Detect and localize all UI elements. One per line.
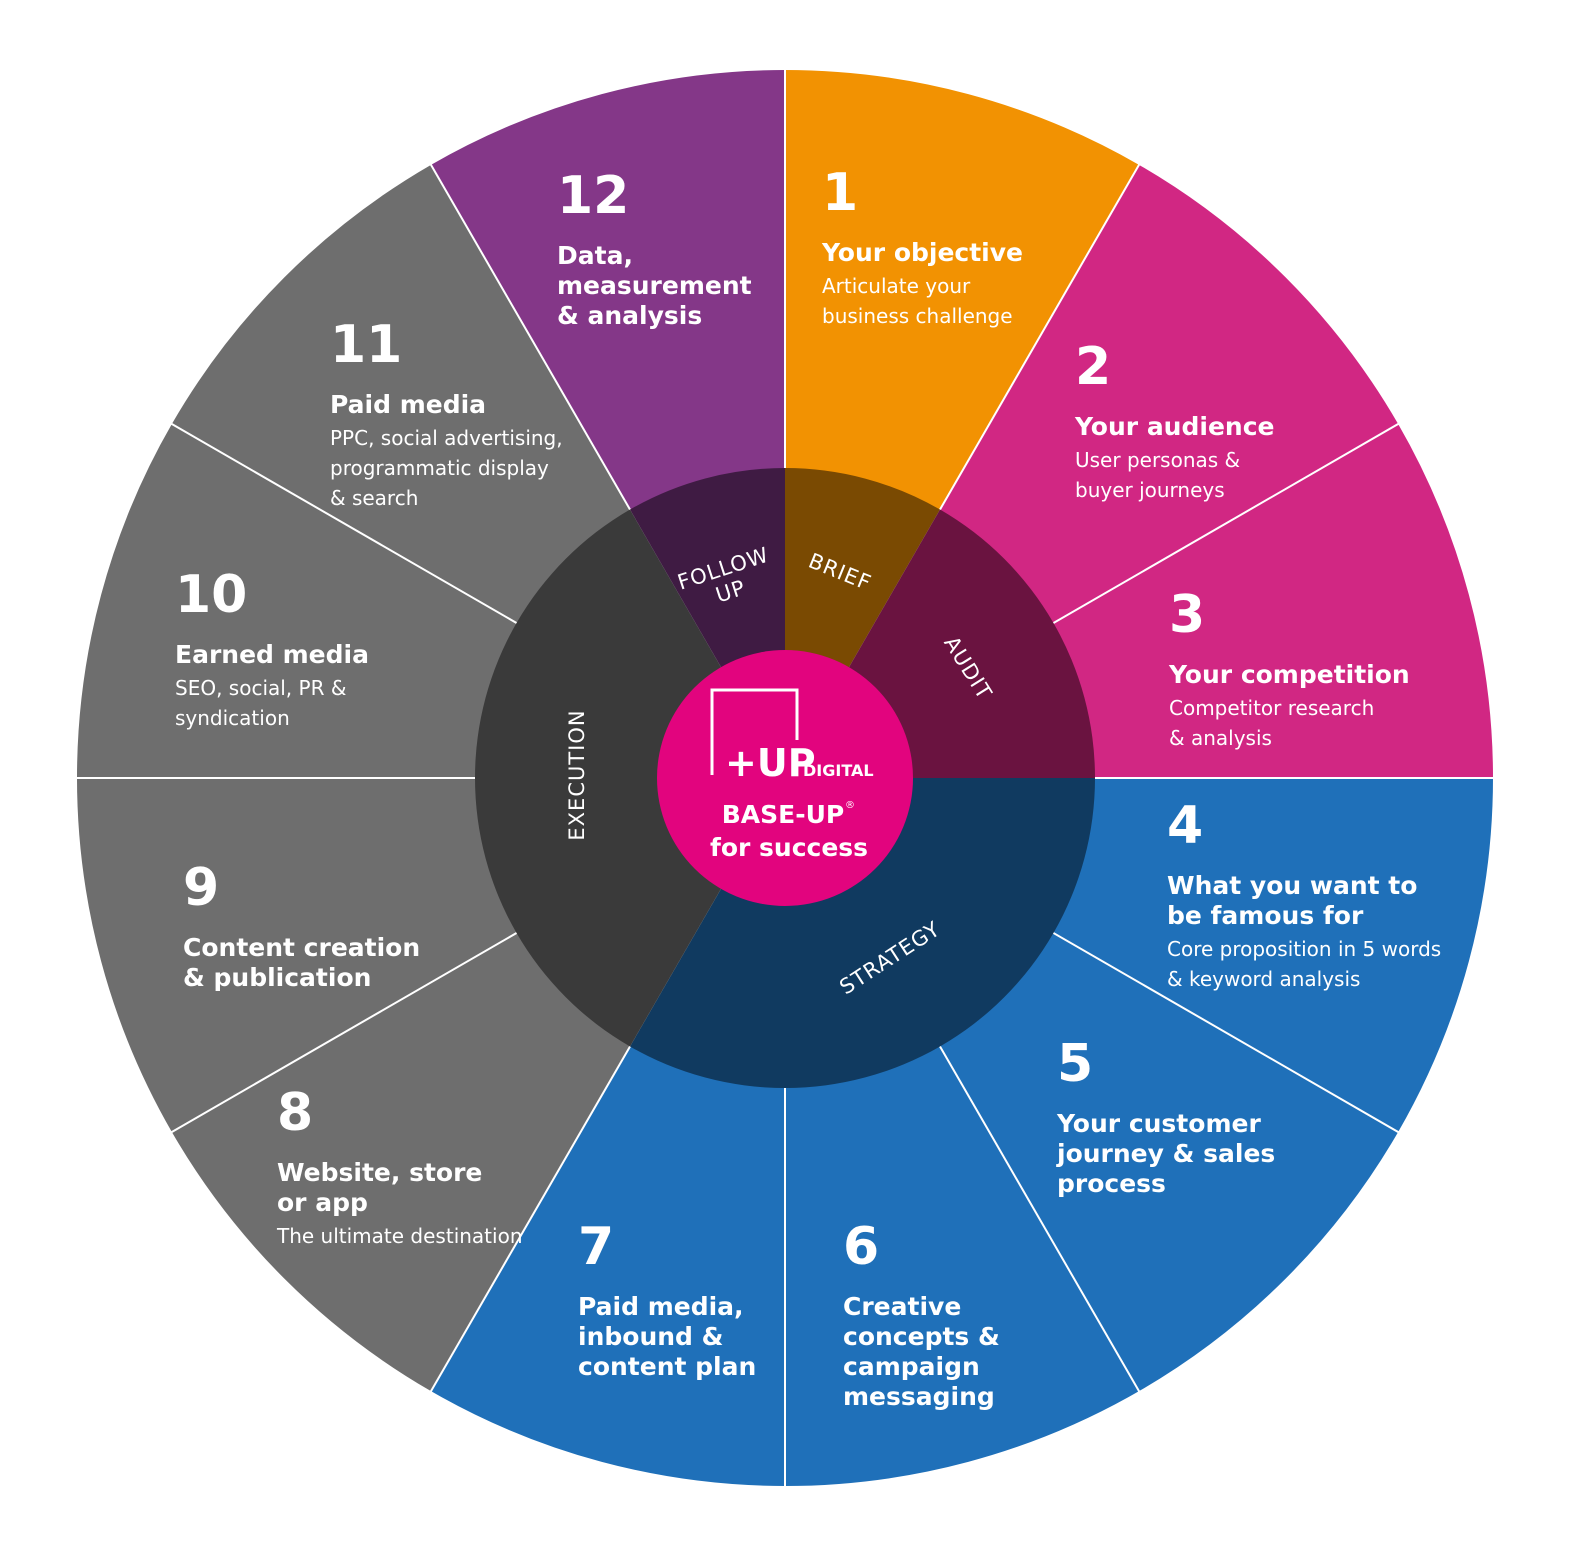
segment-number-11: 11 [330,315,402,375]
phase-wedge-brief [785,468,940,669]
segment-subtitle-4: & keyword analysis [1167,967,1360,991]
segment-title-11: Paid media [330,390,486,419]
segment-number-12: 12 [557,166,629,226]
segment-title-3: Your competition [1168,660,1410,689]
segment-subtitle-1: Articulate your [822,274,971,298]
segment-subtitle-2: User personas & [1075,448,1240,472]
segment-8 [171,932,632,1392]
segment-number-6: 6 [843,1217,879,1277]
phase-ring [475,468,1095,1088]
segment-6 [785,1044,1139,1486]
segment-title-7: inbound & [578,1322,723,1351]
segment-title-2: Your audience [1074,412,1274,441]
segment-subtitle-3: & analysis [1169,726,1272,750]
logo-frame-icon [710,688,799,775]
outer-segments [76,70,1493,1486]
segment-1 [785,70,1139,512]
segment-7 [431,1044,785,1486]
phase-wedge-audit [848,509,1095,778]
segment-number-7: 7 [578,1217,614,1277]
segment-subtitle-1: business challenge [822,304,1013,328]
center-registered-mark: ® [845,800,855,811]
segment-number-2: 2 [1075,337,1111,397]
segment-title-5: journey & sales [1056,1139,1275,1168]
segment-subtitle-10: syndication [175,706,290,730]
segment-title-6: concepts & [843,1322,1000,1351]
segment-subtitle-3: Competitor research [1169,696,1374,720]
segment-title-8: Website, store [277,1158,482,1187]
segment-title-12: & analysis [557,301,702,330]
segment-number-9: 9 [183,858,219,918]
segment-11 [171,164,632,625]
center-circle [657,650,913,906]
phase-wedge-follow-up [630,468,785,669]
segment-number-3: 3 [1169,585,1205,645]
segment-title-9: Content creation [183,933,420,962]
segment-title-5: Your customer [1056,1109,1261,1138]
segment-title-12: measurement [557,271,752,300]
segment-title-7: Paid media, [578,1292,744,1321]
segment-number-5: 5 [1057,1034,1093,1094]
phase-wedge-execution [475,509,722,1047]
segment-4 [1051,778,1493,1132]
segment-number-1: 1 [822,163,858,223]
phase-label-execution: EXECUTION [565,709,589,840]
center-badge: +UP DIGITAL BASE-UP ® for success [657,650,913,906]
segment-subtitle-8: The ultimate destination [276,1224,523,1248]
segment-number-10: 10 [175,565,247,625]
segment-2 [939,164,1399,625]
segment-subtitle-11: programmatic display [330,456,549,480]
segment-title-6: messaging [843,1382,995,1411]
segment-title-5: process [1057,1169,1166,1198]
segment-subtitle-2: buyer journeys [1075,478,1225,502]
segment-9 [76,778,519,1132]
segment-title-7: content plan [578,1352,756,1381]
segment-title-4: be famous for [1167,901,1364,930]
segment-subtitle-10: SEO, social, PR & [175,676,346,700]
segment-10 [77,424,519,778]
segment-3 [1051,424,1493,778]
segment-subtitle-11: & search [330,486,418,510]
phase-wedge-strategy [630,778,1095,1088]
segment-12 [431,70,785,512]
segment-title-10: Earned media [175,640,369,669]
segment-subtitle-11: PPC, social advertising, [330,426,563,450]
segment-number-4: 4 [1167,796,1203,856]
segment-title-6: Creative [843,1292,961,1321]
center-line-2: for success [710,833,868,862]
segment-number-8: 8 [277,1083,313,1143]
logo-mark: +UP [725,741,816,785]
segment-subtitle-4: Core proposition in 5 words [1167,937,1441,961]
logo-sub: DIGITAL [803,761,874,780]
center-line-1: BASE-UP [722,800,845,829]
segment-title-1: Your objective [821,238,1023,267]
segment-title-12: Data, [557,241,633,270]
segment-5 [939,932,1399,1392]
segment-title-8: or app [277,1188,368,1217]
segment-title-4: What you want to [1167,871,1417,900]
segment-title-6: campaign [843,1352,980,1381]
phase-label-text: EXECUTION [565,709,589,840]
segment-title-9: & publication [183,963,371,992]
